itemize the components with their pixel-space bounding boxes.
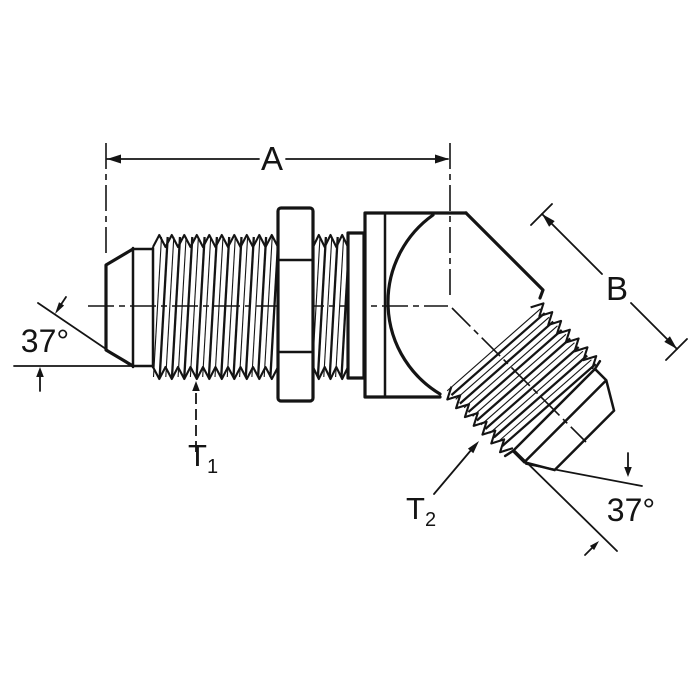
dimension-b: B — [530, 203, 688, 361]
elbow-ball-arc — [386, 213, 442, 396]
left-angle-arrow1-head — [55, 302, 65, 314]
t2-leader-line — [433, 448, 473, 495]
angle-callout-right: 37° — [513, 449, 655, 556]
dim-b-arrow-lower — [664, 336, 677, 349]
elbow-corner-collar-edge — [464, 211, 545, 300]
t2-leader-arrow — [467, 441, 479, 454]
left-nose-cylinder — [131, 246, 155, 369]
dim-b-arrow-upper — [542, 214, 555, 227]
dim-a-arrow-left — [107, 154, 121, 164]
dim-a-label: A — [261, 140, 283, 177]
left-thread-teeth-b-bottom — [312, 365, 349, 381]
angle-callout-left: 37° — [13, 296, 132, 392]
angled-hatch — [446, 308, 597, 447]
left-chamfer-extension-line — [37, 302, 132, 367]
washer — [346, 231, 366, 380]
washer-body — [346, 231, 366, 380]
dimension-a: A — [106, 140, 449, 177]
right-angle-arrow1-head — [624, 467, 632, 477]
left-angle-arrow2-head — [36, 367, 44, 377]
right-flare-angle-label: 37° — [607, 492, 655, 528]
left-flare-nose — [104, 246, 155, 369]
angled-thread-section — [446, 302, 616, 472]
bulkhead-locknut — [276, 206, 315, 403]
dim-a-arrow-right — [435, 154, 449, 164]
left-nose-face-and-chamfers — [104, 247, 135, 368]
t1-label: T1 — [188, 438, 218, 478]
left-hatch-b — [311, 236, 351, 378]
elbow-body — [363, 211, 545, 399]
dim-b-label: B — [606, 270, 628, 307]
right-chamfer-extension-line — [525, 463, 643, 487]
leader-t2: T2 — [406, 441, 479, 531]
left-hatch-a — [152, 236, 280, 378]
elbow-outline — [363, 211, 468, 399]
centerlines — [88, 143, 587, 443]
locknut-hex-flat-lines — [276, 258, 315, 354]
right-cylinder-extension-line — [513, 449, 618, 552]
left-thread-teeth-b-top — [312, 233, 349, 249]
left-flare-angle-label: 37° — [21, 323, 69, 359]
leader-t1: T1 — [188, 381, 218, 478]
locknut-body — [276, 206, 315, 403]
left-thread-section — [152, 233, 351, 381]
t1-leader-arrow — [192, 381, 200, 391]
right-angle-arrow2-head — [589, 541, 599, 551]
t2-label: T2 — [406, 491, 436, 531]
